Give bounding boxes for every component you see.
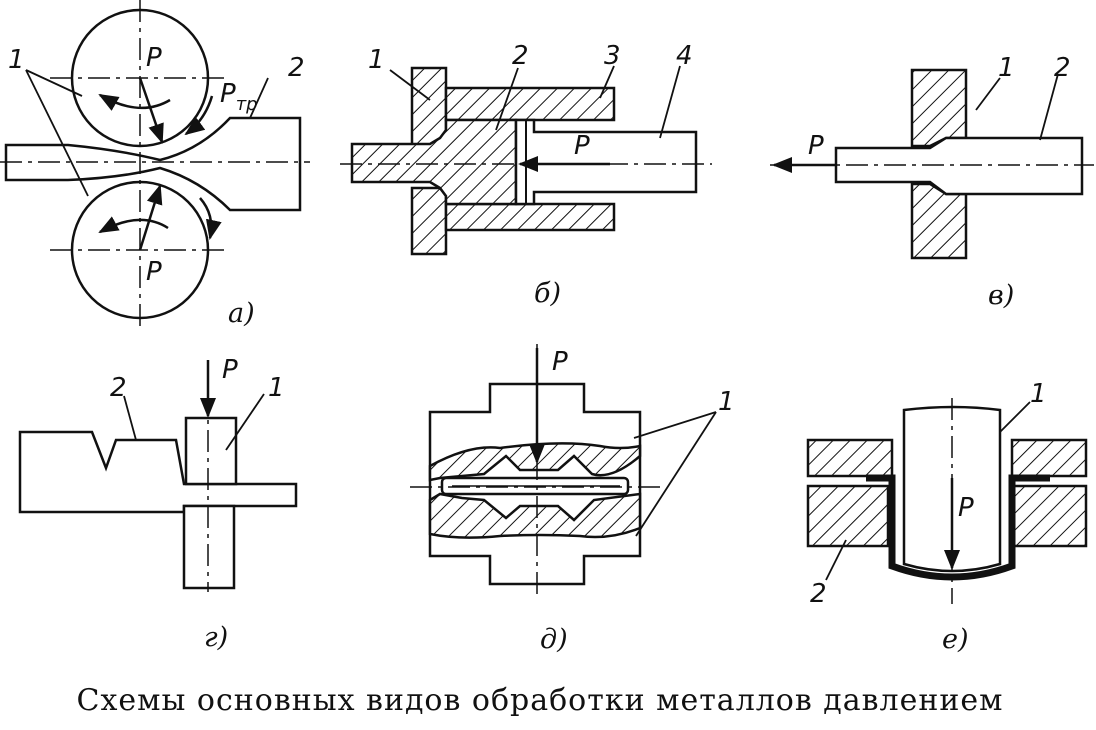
stamping-holder-left [806, 438, 894, 478]
rolling-sublabel: а) [228, 298, 255, 329]
die-forging-force-label: P [552, 347, 568, 377]
stamping-force-label: P [958, 493, 974, 523]
extrusion-container-top [444, 86, 616, 122]
stamping-holder-right [1010, 438, 1088, 478]
panel-extrusion [340, 65, 712, 256]
extrusion-label-billet: 2 [512, 41, 529, 71]
die-forging-label-dies: 1 [718, 387, 735, 417]
panel-drawing [770, 68, 1094, 260]
stamping-die-right [1012, 484, 1088, 548]
rolling-force-bottom: P [146, 257, 162, 287]
drawing-force-label: P [808, 131, 824, 161]
friction-arrow-bottom [199, 197, 222, 240]
drawing-label-die: 1 [998, 53, 1015, 83]
extrusion-label-container: 3 [604, 41, 621, 71]
drawing-label-workpiece: 2 [1054, 53, 1071, 83]
extrusion-die [410, 66, 448, 148]
extrusion-container-bottom [444, 202, 616, 232]
rotation-arrow-bottom [98, 216, 169, 234]
figure-caption: Схемы основных видов обработки металлов … [77, 683, 1004, 718]
forging-tool-top [184, 416, 238, 486]
extrusion-sublabel: б) [534, 278, 561, 309]
force-arrow-top [138, 77, 164, 144]
die-forging-sublabel: д) [540, 624, 568, 655]
stamping-label-die: 2 [810, 579, 827, 609]
friction-force-label: Pтр [220, 79, 258, 115]
forging-workpiece [18, 430, 298, 514]
rolling-workpiece [4, 116, 302, 212]
forging-label-workpiece: 2 [110, 373, 127, 403]
drawing-sublabel: в) [988, 280, 1014, 311]
extrusion-label-ram: 4 [676, 41, 693, 71]
panel-stamping [806, 398, 1088, 604]
force-arrow-bottom [138, 184, 163, 251]
rolling-label-rolls: 1 [8, 45, 25, 75]
stamping-die-left [806, 484, 890, 548]
rolling-force-top: P [146, 43, 162, 73]
die-forging-lower-die [428, 492, 642, 539]
panel-rolling [0, 0, 310, 330]
panel-die-forging [410, 344, 717, 600]
stamping-sublabel: е) [942, 624, 969, 655]
rotation-arrow-top [98, 93, 171, 111]
panel-forging [18, 360, 298, 592]
extrusion-force-label: P [574, 131, 590, 161]
stamping-blank [866, 474, 1050, 581]
extrusion-ram [514, 118, 698, 206]
extrusion-label-die: 1 [368, 45, 385, 75]
forging-force-label: P [222, 355, 238, 385]
forging-sublabel: г) [204, 622, 228, 653]
forging-label-tool: 1 [268, 373, 285, 403]
rolling-label-workpiece: 2 [288, 53, 305, 83]
drawing-die-top [910, 68, 968, 148]
drawing-workpiece [834, 136, 1084, 196]
friction-arrow-top [184, 95, 214, 136]
stamping-label-punch: 1 [1030, 379, 1047, 409]
forging-tool-bottom [182, 504, 236, 590]
